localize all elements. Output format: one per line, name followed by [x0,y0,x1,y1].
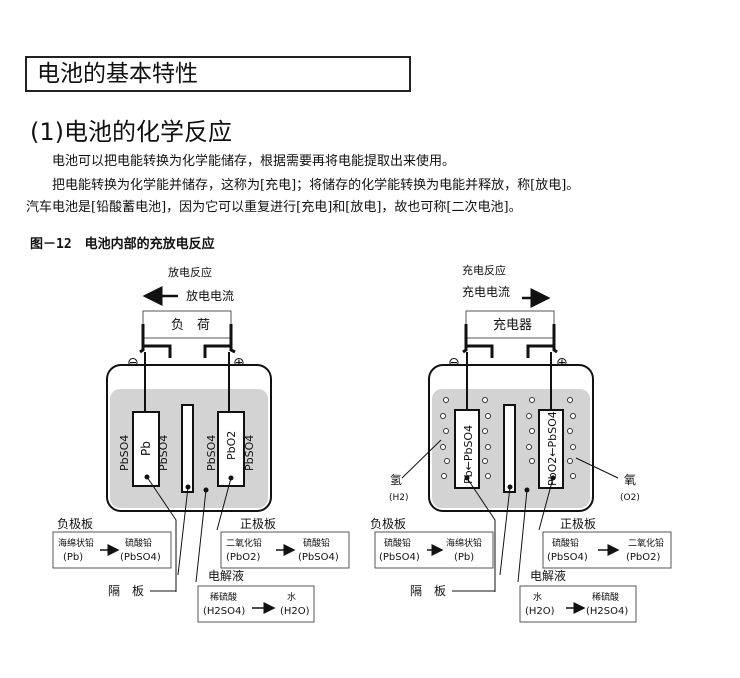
svg-text:二氧化铅: 二氧化铅 [226,537,262,549]
charge-pos-plate [538,409,564,489]
charge-neg-plate [454,409,480,489]
charge-pos-terminal: ⊕ [556,355,568,371]
svg-text:(PbO2): (PbO2) [626,552,661,563]
svg-text:硫酸铅: 硫酸铅 [125,537,152,549]
discharge-pos-reaction-box [220,531,350,569]
figure-title: 图－12 电池内部的充放电反应 [30,237,215,252]
svg-text:(PbSO4): (PbSO4) [298,552,339,563]
discharge-separator [181,404,194,493]
discharge-current-label: 放电电流 [186,288,234,303]
charge-current-label: 充电电流 [462,284,510,299]
svg-text:(Pb): (Pb) [63,552,83,563]
charge-electrolyte-label: 电解液 [530,568,566,583]
svg-text:PbO2←PbSO4: PbO2←PbSO4 [546,411,559,486]
discharge-pos-terminal: ⊕ [233,355,245,371]
oxygen-label: 氧 [624,473,636,487]
discharge-separator-label: 隔 板 [108,584,144,598]
page-heading: 电池的基本特性 [25,56,411,92]
svg-text:硫酸铅: 硫酸铅 [303,537,330,549]
discharge-neg-plate-label: 负极板 [57,517,93,531]
paragraph-1: 电池可以把电能转换为化学能储存，根据需要再将电能提取出来使用。 [52,154,456,169]
svg-text:海绵状铅: 海绵状铅 [446,537,482,549]
svg-text:水: 水 [287,591,296,603]
svg-text:PbSO4: PbSO4 [205,435,218,471]
section-title: (1)电池的化学反应 [30,118,232,146]
svg-text:(PbSO4): (PbSO4) [120,552,161,563]
svg-text:稀硫酸: 稀硫酸 [592,591,619,603]
discharge-pos-plate-label: 正极板 [240,517,276,531]
svg-text:硫酸铅: 硫酸铅 [552,537,579,549]
charge-reaction-label: 充电反应 [462,263,506,277]
svg-text:硫酸铅: 硫酸铅 [384,537,411,549]
svg-text:(H2O): (H2O) [280,606,310,617]
charge-diagram: 充电反应 充电电流 充电器 ⊖ ⊕ Pb←PbSO4 PbO2←PbSO4 [370,263,672,623]
svg-text:(H2O): (H2O) [525,606,555,617]
discharge-electrolyte-box [197,585,315,623]
svg-text:水: 水 [533,591,542,603]
svg-text:(H2SO4): (H2SO4) [203,606,245,617]
gas-bubbles [440,397,576,479]
charge-neg-terminal: ⊖ [448,355,460,371]
charge-separator [503,404,516,493]
svg-text:二氧化铅: 二氧化铅 [628,537,664,549]
discharge-neg-plate [132,411,160,487]
svg-text:PbSO4: PbSO4 [243,435,256,471]
svg-text:PbSO4: PbSO4 [118,435,131,471]
svg-text:Pb: Pb [139,441,153,456]
svg-text:(PbSO4): (PbSO4) [547,552,588,563]
discharge-electrolyte-label: 电解液 [208,568,244,583]
discharge-diagram: 放电反应 放电电流 负 荷 ⊖ ⊕ PbSO4 Pb PbSO4 PbSO4 P… [52,265,350,623]
charge-pos-plate-label: 正极板 [560,517,596,531]
svg-text:(PbSO4): (PbSO4) [379,552,420,563]
hydrogen-label: 氢 [390,472,402,487]
hydrogen-formula: (H2) [389,493,409,503]
svg-text:(Pb): (Pb) [454,552,474,563]
paragraph-3: 汽车电池是[铅酸蓄电池]，因为它可以重复进行[充电]和[放电]，故也可称[二次电… [26,200,522,215]
charge-neg-plate-label: 负极板 [370,517,406,531]
svg-text:PbO2: PbO2 [225,431,238,460]
oxygen-formula: (O2) [620,493,640,503]
svg-text:(H2SO4): (H2SO4) [586,606,628,617]
charger-label: 充电器 [493,317,532,333]
charge-separator-label: 隔 板 [410,584,446,598]
charger-box [465,310,555,339]
svg-text:海绵状铅: 海绵状铅 [58,537,94,549]
paragraph-2: 把电能转换为化学能并储存，这称为[充电]；将储存的化学能转换为电能并释放，称[放… [52,178,580,193]
discharge-reaction-label: 放电反应 [168,265,212,279]
load-label: 负 荷 [171,318,210,333]
svg-text:(PbO2): (PbO2) [226,552,261,563]
discharge-pos-plate [217,411,245,487]
svg-text:稀硫酸: 稀硫酸 [210,591,237,603]
svg-text:PbSO4: PbSO4 [157,435,170,471]
svg-text:Pb←PbSO4: Pb←PbSO4 [462,425,475,484]
discharge-neg-terminal: ⊖ [127,355,139,371]
